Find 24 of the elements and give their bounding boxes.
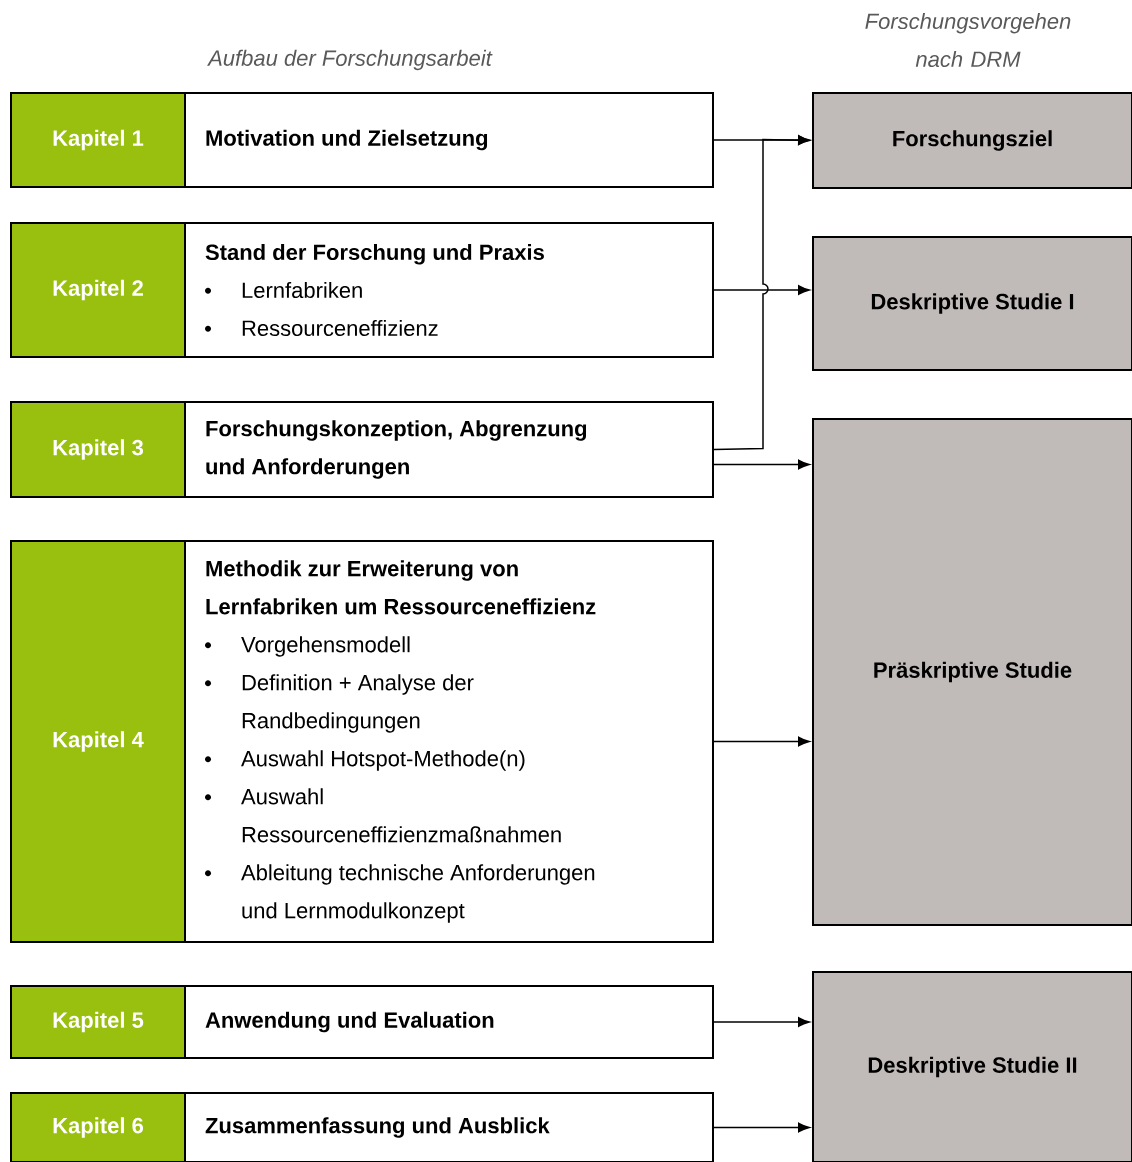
arrow [713, 736, 810, 747]
arrow [713, 459, 810, 470]
chapter-box: Kapitel 5 [10, 985, 186, 1059]
phase-box: Forschungsziel [812, 92, 1132, 189]
arrow [713, 1017, 810, 1027]
column-heading: Aufbau der Forschungsarbeit [207, 49, 493, 71]
phase-box: Deskriptive Studie I [812, 236, 1132, 371]
phase-box: Präskriptive Studie [812, 418, 1132, 926]
chapter-box: Kapitel 3 [10, 401, 186, 498]
column-heading: Forschungsvorgehen nach DRM [865, 12, 1071, 68]
arrow [713, 285, 810, 295]
content-box: Stand der Forschung und Praxis Lernfabriken Ressourceneffizienz [184, 222, 714, 358]
content-box: Anwendung und Evaluation [184, 985, 714, 1059]
chapter-box: Kapitel 1 [10, 92, 186, 188]
content-box: Methodik zur Erweiterung von Lernfabriken um Ressourceneffizienz Vorgehensmodell Definition + Analyse der Randbedingungen Auswahl Hotspot-Methode(n) Auswahl Ressourceneffizienzmaßnahmen Ableitung technische Anforderungen und Lernmodulkonzept [184, 540, 714, 943]
arrow [713, 1122, 810, 1133]
chapter-box: Kapitel 4 [10, 540, 186, 943]
content-box: Motivation und Zielsetzung [184, 92, 714, 188]
chapter-box: Kapitel 2 [10, 222, 186, 358]
phase-box: Deskriptive Studie II [812, 971, 1132, 1162]
chapter-box: Kapitel 6 [10, 1092, 186, 1162]
content-box: Zusammenfassung und Ausblick [184, 1092, 714, 1162]
arrow [713, 135, 810, 451]
content-box: Forschungskonzeption, Abgrenzung und Anforderungen [184, 401, 714, 498]
